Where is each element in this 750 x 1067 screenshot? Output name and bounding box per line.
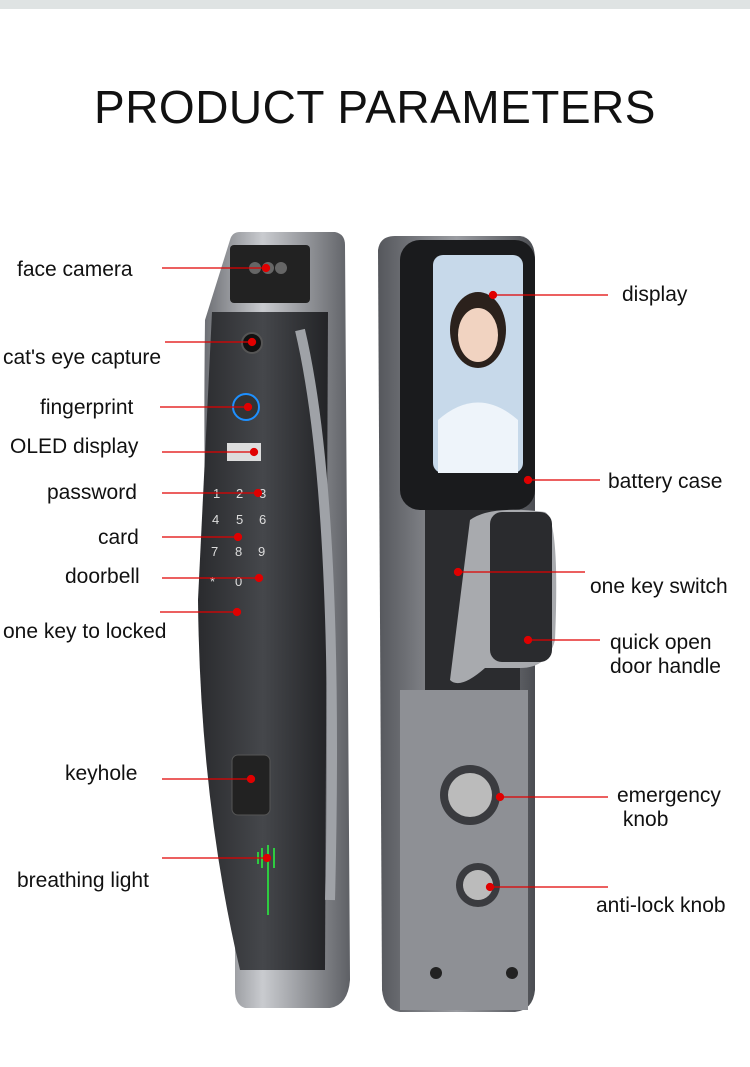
- label-one-key-switch: one key switch: [590, 575, 728, 598]
- label-breathing-light: breathing light: [17, 869, 149, 892]
- label-fingerprint: fingerprint: [40, 396, 134, 419]
- key-9: 9: [258, 544, 265, 559]
- label-keyhole: keyhole: [65, 762, 138, 785]
- label-cats-eye-capture: cat's eye capture: [3, 346, 162, 369]
- key-3: 3: [259, 486, 266, 501]
- label-card: card: [98, 526, 139, 549]
- label-anti-lock-knob: anti-lock knob: [596, 894, 726, 917]
- back-lock: [378, 236, 557, 1012]
- label-oled-display: OLED display: [10, 435, 139, 458]
- front-lock: [198, 232, 350, 1008]
- key-star: *: [210, 574, 215, 589]
- leader-lines: [160, 263, 608, 892]
- label-face-camera: face camera: [17, 258, 133, 281]
- key-6: 6: [259, 512, 266, 527]
- top-bar: [0, 0, 750, 9]
- label-one-key-to-locked: one key to locked: [3, 620, 167, 643]
- key-5: 5: [236, 512, 243, 527]
- page-title: PRODUCT PARAMETERS: [94, 81, 656, 133]
- key-7: 7: [211, 544, 218, 559]
- label-line-2: door handle: [610, 655, 721, 678]
- label-display: display: [622, 283, 688, 306]
- label-doorbell: doorbell: [65, 565, 140, 588]
- label-emergency-knob: emergency knob: [617, 784, 721, 832]
- label-line-1: quick open: [610, 631, 712, 654]
- label-password: password: [47, 481, 137, 504]
- key-8: 8: [235, 544, 242, 559]
- label-line-1: emergency: [617, 784, 721, 807]
- label-line-2: knob: [622, 808, 669, 831]
- key-0: 0: [235, 574, 242, 589]
- key-4: 4: [212, 512, 219, 527]
- label-battery-case: battery case: [608, 470, 723, 493]
